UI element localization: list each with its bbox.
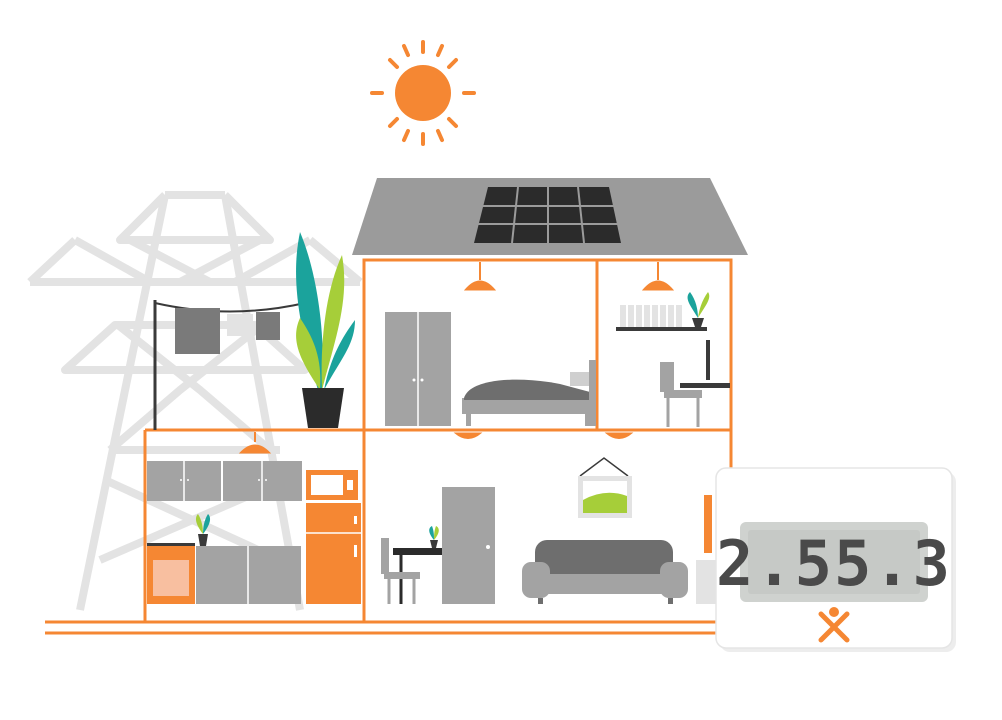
bookshelf-icon — [616, 292, 710, 331]
bed-icon — [462, 360, 596, 426]
door-icon — [442, 487, 495, 604]
plant-icon — [195, 514, 211, 546]
fridge-icon — [306, 503, 361, 604]
ground-lines — [45, 620, 740, 635]
meter-reading: 2.55.3 — [716, 527, 952, 600]
microwave-icon — [306, 470, 358, 500]
desk-icon — [660, 340, 730, 427]
plant-icon — [429, 526, 439, 548]
x-person-logo-icon — [818, 607, 850, 643]
tv-stand — [696, 495, 716, 604]
oven-icon — [147, 543, 195, 604]
solar-panel-icon — [474, 186, 621, 244]
plant-icon — [296, 232, 355, 428]
sun-icon — [370, 40, 476, 146]
sofa-icon — [522, 540, 688, 604]
kitchen-icon — [147, 461, 302, 604]
lamp-icon — [238, 262, 675, 454]
smart-meter-icon — [715, 467, 956, 652]
wardrobe-icon — [385, 312, 451, 426]
picture-icon — [578, 457, 632, 518]
clothesline-icon — [153, 300, 306, 430]
